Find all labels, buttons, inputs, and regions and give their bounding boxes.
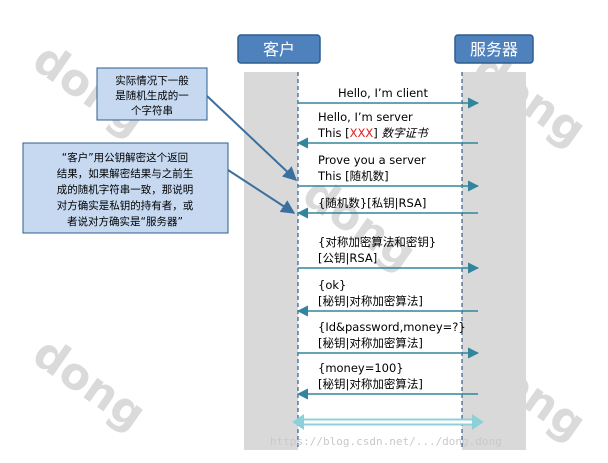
message-label: {ok} xyxy=(318,278,346,292)
message-label: [秘钥|对称加密算法] xyxy=(318,294,423,308)
source-url: https://blog.csdn.net/.../dong.dong xyxy=(270,435,502,448)
server-header-label: 服务器 xyxy=(470,40,518,59)
note-line: 成的随机字符串一致，那说明 xyxy=(57,183,194,196)
message-label: [秘钥|对称加密算法] xyxy=(318,336,423,350)
message-label: {Id&password,money=?} xyxy=(318,320,466,334)
note-line: 对方确实是私钥的持有者，或 xyxy=(57,199,194,212)
message-label: This [随机数] xyxy=(317,169,389,183)
note-pointer xyxy=(227,169,296,214)
message-label: Hello, I’m server xyxy=(318,110,413,124)
client-header: 客户 xyxy=(237,34,321,64)
note-pointer xyxy=(206,95,298,181)
message-label: {money=100} xyxy=(318,361,404,375)
server-header: 服务器 xyxy=(454,34,534,64)
message-1: Hello, I’m client xyxy=(298,86,480,109)
note-line: 实际情况下一般 xyxy=(115,74,189,87)
watermark-text: dong xyxy=(24,327,155,440)
note-random-string: 实际情况下一般 是随机生成的一 个字符串 xyxy=(96,67,208,121)
message-label: {对称加密算法和密钥} xyxy=(318,235,436,249)
message-label: {随机数}[私钥|RSA] xyxy=(318,196,426,210)
note-line: “客户”用公钥解密这个返回 xyxy=(62,151,188,164)
server-lifeline xyxy=(462,72,526,450)
note-decrypt-check: “客户”用公钥解密这个返回 结果，如果解密结果与之前生 成的随机字符串一致，那说… xyxy=(22,142,229,234)
client-lifeline xyxy=(244,72,298,450)
message-8: {money=100} [秘钥|对称加密算法] xyxy=(296,361,478,400)
client-header-label: 客户 xyxy=(263,40,295,59)
message-label: [公钥|RSA] xyxy=(318,251,377,265)
note-line: 结果，如果解密结果与之前生 xyxy=(57,167,194,180)
message-6: {ok} [秘钥|对称加密算法] xyxy=(296,278,478,317)
message-label: This [XXX] 数字证书 xyxy=(317,126,429,140)
note-line: 者说对方确实是“服务器” xyxy=(67,215,183,228)
message-7: {Id&password,money=?} [秘钥|对称加密算法] xyxy=(298,320,480,359)
message-5: {对称加密算法和密钥} [公钥|RSA] xyxy=(298,235,480,274)
message-4: {随机数}[私钥|RSA] xyxy=(296,196,478,219)
secure-channel-arrow xyxy=(292,414,484,430)
message-label: [秘钥|对称加密算法] xyxy=(318,377,423,391)
note-line: 是随机生成的一 xyxy=(115,89,189,102)
note-line: 个字符串 xyxy=(131,104,173,117)
message-label: Hello, I’m client xyxy=(338,86,428,100)
message-label: Prove you a server xyxy=(318,153,426,167)
